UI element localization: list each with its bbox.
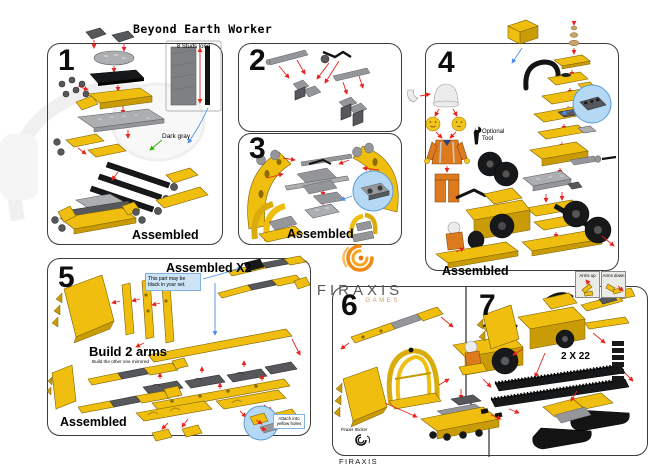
step5-bucket-parts bbox=[51, 274, 175, 348]
sticker-logo-text: FIRAXIS bbox=[339, 457, 378, 466]
step-panel-6-7: 6 7 Firaxis Sticker FIRAXIS GAMES 2 X 22 bbox=[332, 286, 648, 466]
step1-parts bbox=[53, 27, 209, 215]
optional-tool-label: Optional Tool bbox=[482, 129, 505, 142]
step1-assembled-model bbox=[51, 193, 146, 235]
tread-stack-icon bbox=[612, 341, 624, 381]
step-number-1: 1 bbox=[58, 44, 75, 77]
step7-machine bbox=[476, 287, 636, 378]
build-two-arms-heading: Build 2 arms bbox=[89, 344, 168, 359]
arms-up-label: Arms up bbox=[579, 273, 596, 278]
detail-inset-circle-3 bbox=[340, 170, 394, 212]
step2-exploded-diagram bbox=[265, 49, 371, 127]
step-number-3: 3 bbox=[249, 132, 266, 165]
step4-minifig-parts bbox=[407, 83, 470, 203]
firaxis-spiral-icon-black bbox=[355, 434, 371, 446]
page-title: Beyond Earth Worker bbox=[133, 22, 273, 36]
studs-length-label: 8 Studs long bbox=[176, 44, 211, 50]
step4-assembled-model bbox=[435, 187, 531, 269]
firaxis-sticker-label: Firaxis Sticker bbox=[341, 427, 368, 432]
step6-tread-base bbox=[420, 394, 500, 441]
arms-down-label: Arms down bbox=[602, 273, 625, 278]
detail-inset-circle-5 bbox=[243, 405, 279, 441]
step5-exploded-diagram bbox=[46, 255, 311, 442]
assembled-label-5: Assembled bbox=[60, 415, 127, 429]
tread-count-label: 2 X 22 bbox=[561, 351, 590, 362]
detail-inset-circle-4 bbox=[561, 84, 612, 124]
step-number-7: 7 bbox=[479, 289, 496, 322]
step-number-6: 6 bbox=[341, 289, 358, 322]
attach-note-label: Attach into yellow holes bbox=[273, 414, 305, 429]
step4-exploded-diagram bbox=[407, 19, 617, 269]
step6-cage-part bbox=[386, 347, 450, 410]
firaxis-sticker-logo: FIRAXIS GAMES bbox=[339, 433, 383, 466]
step5-arm-exploded-parts bbox=[135, 328, 301, 442]
dark-gray-label: Dark gray bbox=[162, 133, 191, 140]
step-panel-3: 3 Assembled bbox=[238, 133, 402, 245]
assembled-x2-label: Assembled X2 bbox=[166, 261, 252, 275]
studs-length-callout bbox=[165, 40, 222, 144]
step5-assembled-x2-arms bbox=[202, 255, 311, 336]
step-panel-5: 5 Assembled X2 This part may be black in… bbox=[46, 255, 311, 442]
step-panel-2: 2 bbox=[238, 43, 402, 132]
firaxis-logo-text: FIRAXIS bbox=[316, 282, 404, 299]
wrench-icon bbox=[473, 126, 482, 145]
arms-down-mini-diagram bbox=[605, 283, 624, 295]
step6-arm-part bbox=[340, 306, 454, 350]
firaxis-spiral-icon bbox=[342, 244, 374, 272]
part-color-note: This part may be black in your set. bbox=[145, 273, 201, 291]
step1-exploded-diagram bbox=[51, 27, 222, 235]
firaxis-logo-subtext: GAMES bbox=[365, 298, 400, 304]
arms-up-callout: Arms up bbox=[575, 271, 600, 298]
step-number-4: 4 bbox=[438, 46, 455, 79]
arms-down-callout: Arms down bbox=[601, 271, 626, 298]
step4-wheels bbox=[477, 151, 617, 247]
firaxis-logo: FIRAXIS GAMES bbox=[312, 240, 408, 304]
step5-assembled-arms bbox=[46, 357, 189, 414]
assembled-label-3: Assembled bbox=[287, 227, 354, 241]
assembled-label-4: Assembled bbox=[442, 264, 509, 278]
step-number-2: 2 bbox=[249, 44, 266, 77]
step-number-5: 5 bbox=[58, 261, 75, 294]
step4-top-bracket bbox=[507, 19, 539, 64]
arms-up-mini-diagram bbox=[581, 279, 594, 297]
step3-assembled-model bbox=[251, 201, 378, 243]
step3-exploded-diagram bbox=[247, 142, 399, 243]
step-panel-1: 1 8 Studs long Dark gray Assembled bbox=[47, 27, 223, 245]
build-mirrored-subtext: Build the other one mirrored bbox=[92, 359, 149, 364]
step6-bucket-part bbox=[333, 366, 418, 428]
step-panel-4: 4 Optional Tool Assembled bbox=[407, 19, 619, 278]
step7-assembled-treaded-base bbox=[532, 390, 630, 450]
assembled-label-1: Assembled bbox=[132, 228, 199, 242]
step7-treads bbox=[480, 363, 634, 420]
step6-7-diagram bbox=[333, 287, 636, 457]
